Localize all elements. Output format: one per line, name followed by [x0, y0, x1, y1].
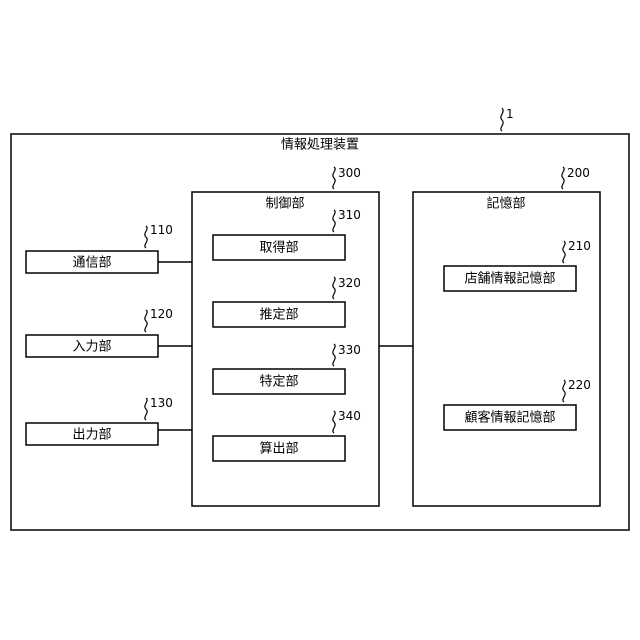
customer-info-label: 顧客情報記憶部 [464, 410, 555, 426]
control-ref: 300 [338, 166, 361, 180]
control-title: 制御部 [265, 197, 304, 212]
input-label: 入力部 [72, 340, 111, 355]
storage-ref: 200 [567, 166, 590, 180]
device-title: 情報処理装置 [281, 138, 359, 153]
calculation-ref: 340 [338, 409, 361, 423]
communication-label: 通信部 [72, 256, 111, 271]
output-ref: 130 [150, 396, 173, 410]
communication-ref: 110 [150, 223, 173, 237]
output-label: 出力部 [72, 428, 111, 443]
identification-ref: 330 [338, 343, 361, 357]
identification-label: 特定部 [259, 375, 298, 390]
estimation-ref: 320 [338, 276, 361, 290]
store-info-label: 店舗情報記憶部 [464, 271, 555, 287]
device-ref-leader [501, 108, 503, 131]
customer-info-ref: 220 [568, 378, 591, 392]
device-ref: 1 [506, 107, 514, 121]
calculation-label: 算出部 [259, 442, 298, 457]
acquisition-label: 取得部 [259, 240, 298, 256]
store-info-ref: 210 [568, 239, 591, 253]
input-ref: 120 [150, 307, 173, 321]
estimation-label: 推定部 [259, 308, 298, 323]
acquisition-ref: 310 [338, 208, 361, 222]
storage-title: 記憶部 [486, 196, 525, 212]
